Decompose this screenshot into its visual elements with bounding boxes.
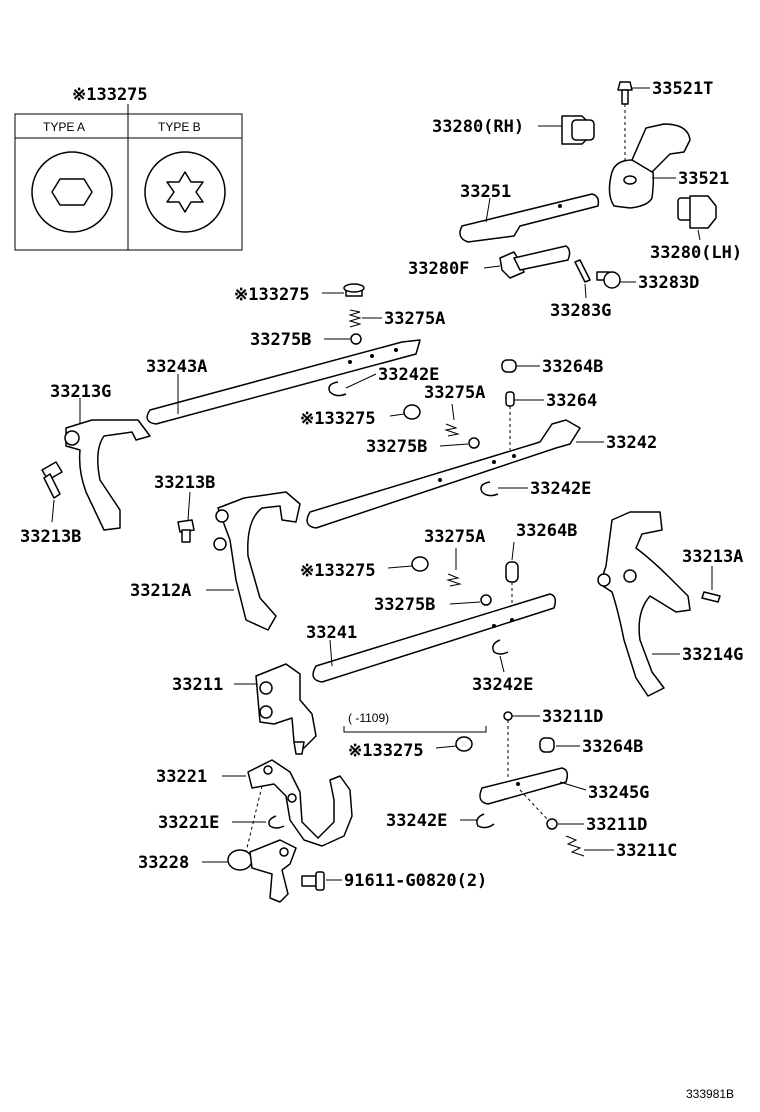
diagram-reference: 333981B [686,1087,734,1101]
fork-33214G [597,511,691,697]
pin-33283G [574,259,591,299]
lever-33211 [234,663,317,755]
label-33213G: 33213G [50,382,111,402]
label-33275B-2: 33275B [366,437,427,457]
spring-33275A-2 [444,403,460,437]
plug-33280-rh [538,115,595,145]
bolt-33213B-left [41,461,63,523]
type-a-header: TYPE A [43,120,85,134]
label-33251: 33251 [460,182,511,202]
plug-33280-lh [677,195,717,241]
type-b-header: TYPE B [158,120,201,134]
clip-33242E-3 [492,639,509,673]
bolt-33283D [596,271,636,289]
label-33275B-3: 33275B [374,595,435,615]
label-33213B-mid: 33213B [154,473,215,493]
pin-33213A [701,566,721,603]
plug-33275-4 [435,736,473,752]
label-33275B-top: 33275B [250,330,311,350]
label-33280F: 33280F [408,259,469,279]
label-33242: 33242 [606,433,657,453]
note-range: ( -1109) [348,711,389,725]
ball-33275B-top [324,333,362,345]
label-33264B-2: 33264B [516,521,577,541]
fork-33213G [64,398,151,531]
label-33280-rh: 33280(RH) [432,117,524,137]
bolt-33213B-mid [177,491,195,543]
label-33275-top: ※133275 [234,285,310,305]
label-33212A: 33212A [130,581,191,601]
plug-33275-2 [389,404,421,420]
label-33242E-2: 33242E [530,479,591,499]
label-33242E-4: 33242E [386,811,447,831]
plug-33275-3 [387,556,429,572]
lever-33228 [202,839,297,903]
pin-33264B-2 [505,541,519,606]
pin-33264 [505,391,544,450]
label-33221E: 33221E [158,813,219,833]
spring-33211C [565,835,614,857]
shaft-33243A [146,339,421,425]
label-33213B-left: 33213B [20,527,81,547]
ball-33275B-2 [439,437,480,449]
label-33243A: 33243A [146,357,207,377]
clip-33221E [232,785,285,853]
label-33521T: 33521T [652,79,713,99]
plug-33275-top [322,283,365,297]
pin-33264B-3 [539,737,580,753]
label-33214G: 33214G [682,645,743,665]
label-33280-lh: 33280(LH) [650,243,742,263]
label-33264: 33264 [546,391,597,411]
bolt-91611 [301,871,342,891]
plug-33280F [483,245,571,279]
label-33211: 33211 [172,675,223,695]
type-table: ※133275 TYPE A TYPE B [14,85,243,251]
clip-33242E-1 [328,373,377,397]
spring-33275A-3 [446,548,462,587]
label-33211D-1: 33211D [542,707,603,727]
label-33275-4: ※133275 [348,741,424,761]
type-a-bolt-head [31,151,113,233]
ball-33211D-1 [503,711,540,780]
label-33228: 33228 [138,853,189,873]
label-33211C: 33211C [616,841,677,861]
clip-33242E-4 [460,813,495,829]
label-33211D-2: 33211D [586,815,647,835]
pin-33264B-1 [501,359,540,373]
label-33221: 33221 [156,767,207,787]
label-33241: 33241 [306,623,357,643]
spring-33275A-top [348,309,382,328]
label-33275-3: ※133275 [300,561,376,581]
label-33275-2: ※133275 [300,409,376,429]
label-33242E-3: 33242E [472,675,533,695]
label-33283G: 33283G [550,301,611,321]
type-table-title: ※133275 [72,85,148,105]
clip-33242E-2 [480,481,528,497]
lever-33521 [608,123,691,209]
label-33242E-1: 33242E [378,365,439,385]
label-33275A-3: 33275A [424,527,485,547]
ball-33275B-3 [449,594,492,606]
shaft-33245G [479,767,587,821]
note-bracket [343,726,487,733]
label-33264B-3: 33264B [582,737,643,757]
fork-33212A [206,491,301,631]
label-91611: 91611-G0820(2) [344,871,487,891]
label-33275A-2: 33275A [424,383,485,403]
label-33245G: 33245G [588,783,649,803]
ball-33211D-2 [546,818,584,830]
shaft-33241 [312,593,557,683]
label-33521: 33521 [678,169,729,189]
label-33283D: 33283D [638,273,699,293]
label-33264B-1: 33264B [542,357,603,377]
label-33213A: 33213A [682,547,743,567]
type-b-bolt-head [144,151,226,233]
bolt-33521T [617,81,650,170]
shaft-33242 [306,419,604,529]
fork-33221 [222,759,353,847]
label-33275A-top: 33275A [384,309,445,329]
shaft-33251 [459,193,600,243]
